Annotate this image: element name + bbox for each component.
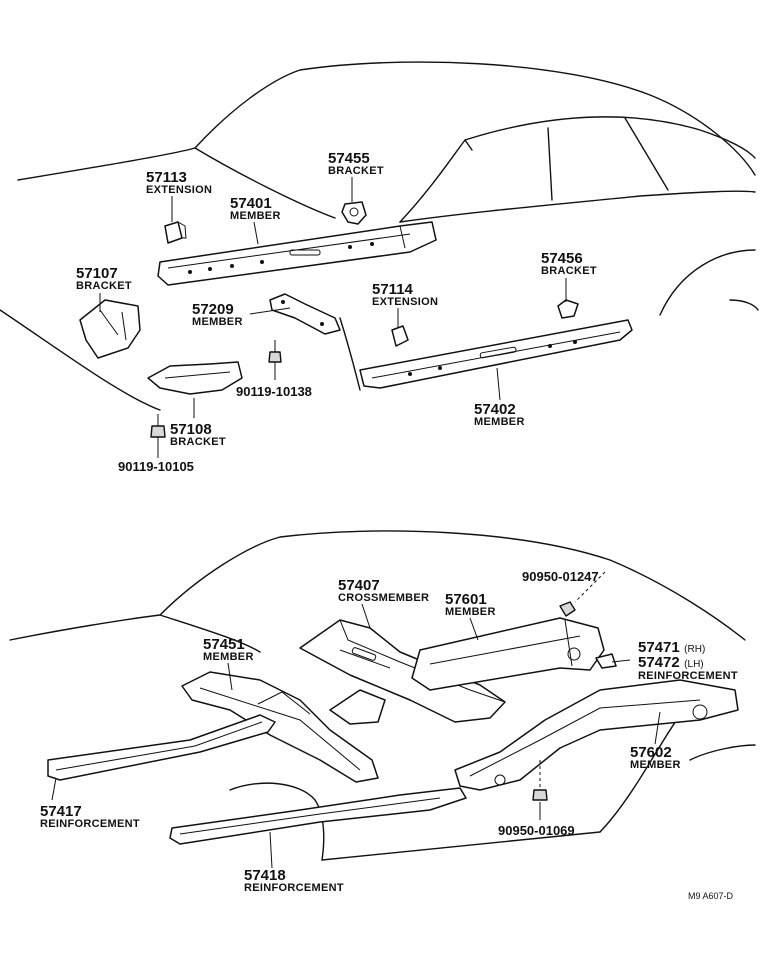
part-number: 90950-01247 <box>522 569 599 584</box>
extension-57113-part <box>164 221 187 244</box>
part-number: 57418 <box>244 867 286 884</box>
part-name: MEMBER <box>630 759 681 771</box>
part-name: BRACKET <box>541 265 597 277</box>
member-57451-part <box>181 671 379 783</box>
callout-57418: 57418 REINFORCEMENT <box>244 868 344 894</box>
part-number: 57451 <box>203 636 245 653</box>
part-number: 57455 <box>328 150 370 167</box>
reinforcement-57418-part <box>169 787 467 845</box>
callout-57602: 57602 MEMBER <box>630 745 681 771</box>
callout-57471: 57471 (RH) <box>638 640 705 656</box>
callout-57407: 57407 CROSSMEMBER <box>338 578 429 604</box>
callout-90119-10138: 90119-10138 <box>236 385 312 398</box>
callout-90119-10105: 90119-10105 <box>118 460 194 473</box>
reinforcement-57417-part <box>47 714 276 781</box>
member-57209-part <box>269 293 341 335</box>
part-name: MEMBER <box>192 316 243 328</box>
callout-57107: 57107 BRACKET <box>76 266 132 292</box>
part-number: 90950-01069 <box>498 823 575 838</box>
part-name: MEMBER <box>445 606 496 618</box>
callout-57209: 57209 MEMBER <box>192 302 243 328</box>
part-number: 57402 <box>474 401 516 418</box>
callout-57455: 57455 BRACKET <box>328 151 384 177</box>
nut-90950-01247-part <box>559 571 606 617</box>
part-name: CROSSMEMBER <box>338 592 430 604</box>
part-name: EXTENSION <box>372 296 439 308</box>
part-name: REINFORCEMENT <box>638 670 738 682</box>
callout-57601: 57601 MEMBER <box>445 592 496 618</box>
part-name: BRACKET <box>76 280 132 292</box>
part-name: EXTENSION <box>146 184 213 196</box>
part-number: 57113 <box>146 169 187 186</box>
member-57401-part <box>157 221 437 286</box>
bolt-90950-01069-part <box>532 760 548 801</box>
part-number: 57407 <box>338 577 380 594</box>
part-number: 57602 <box>630 744 672 761</box>
part-name: MEMBER <box>474 416 525 428</box>
member-57402-part <box>359 319 633 389</box>
bracket-57107-part <box>79 299 141 359</box>
part-number: 57401 <box>230 195 272 212</box>
bracket-57456-part <box>557 299 579 319</box>
part-name: BRACKET <box>328 165 384 177</box>
part-number: 57417 <box>40 803 82 820</box>
top-leader-lines <box>99 177 567 458</box>
callout-57108: 57108 BRACKET <box>170 422 226 448</box>
side-suffix: (LH) <box>684 659 704 670</box>
crossmember-57407-part <box>299 619 506 725</box>
callout-57417: 57417 REINFORCEMENT <box>40 804 140 830</box>
part-number: 57209 <box>192 301 234 318</box>
bolt-90119-10105-part <box>150 414 166 438</box>
callout-57472: 57472 (LH) REINFORCEMENT <box>638 655 738 682</box>
part-name: BRACKET <box>170 436 226 448</box>
callout-57456: 57456 BRACKET <box>541 251 597 277</box>
member-57602-part <box>454 679 739 791</box>
member-57601-part <box>411 617 605 691</box>
part-number: 57601 <box>445 591 487 608</box>
bottom-leader-lines <box>51 603 661 869</box>
part-number: 57472 <box>638 654 680 671</box>
callout-57402: 57402 MEMBER <box>474 402 525 428</box>
reinforcement-57471-57472-part <box>595 653 617 669</box>
part-number: 57456 <box>541 250 583 267</box>
callout-90950-01069: 90950-01069 <box>498 824 575 837</box>
bolt-90119-10138-part <box>268 340 282 363</box>
callout-90950-01247: 90950-01247 <box>522 570 599 583</box>
bracket-57455-part <box>341 201 367 225</box>
callout-57114: 57114 EXTENSION <box>372 282 438 308</box>
figure-reference: M9 A607-D <box>688 891 734 901</box>
callout-57113: 57113 EXTENSION <box>146 170 212 196</box>
part-number: 57107 <box>76 265 118 282</box>
part-name: MEMBER <box>203 651 254 663</box>
part-name: REINFORCEMENT <box>244 882 344 894</box>
callout-57451: 57451 MEMBER <box>203 637 254 663</box>
part-number: 57108 <box>170 421 212 438</box>
part-number: 90119-10138 <box>236 384 312 399</box>
part-number: 57114 <box>372 281 413 298</box>
part-name: REINFORCEMENT <box>40 818 140 830</box>
side-suffix: (RH) <box>684 644 706 655</box>
part-name: MEMBER <box>230 210 281 222</box>
part-number: 57471 <box>638 639 680 656</box>
bracket-57108-part <box>147 361 243 395</box>
callout-57401: 57401 MEMBER <box>230 196 281 222</box>
top-car-body-outline <box>0 61 759 411</box>
part-number: 90119-10105 <box>118 459 194 474</box>
extension-57114-part <box>391 325 409 347</box>
